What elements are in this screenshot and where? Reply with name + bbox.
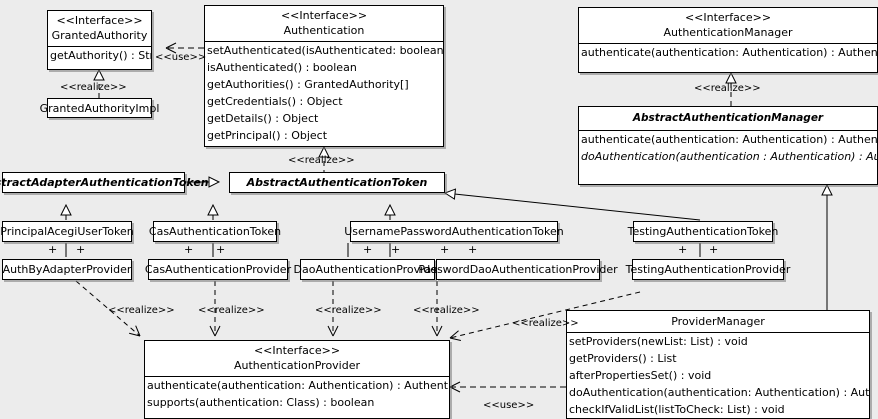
method-row: setAuthenticated(isAuthenticated: boolea… (207, 44, 443, 57)
multiplicity-plus: + (391, 243, 401, 256)
method-row: isAuthenticated() : boolean (207, 61, 357, 74)
class-name: TestingAuthenticationProvider (625, 263, 791, 276)
methods-compartment: setProviders(newList: List) : void getPr… (567, 332, 869, 418)
class-header: <<Interface>> AuthenticationManager (579, 8, 877, 43)
multiplicity-plus: + (184, 243, 194, 256)
class-authentication[interactable]: <<Interface>> Authentication setAuthenti… (204, 5, 444, 147)
stereotype-label: <<Interface>> (280, 9, 368, 22)
method-row: authenticate(authentication: Authenticat… (147, 379, 449, 392)
stereotype-label: <<Interface>> (684, 11, 772, 24)
class-name: GrantedAuthorityImpl (39, 101, 160, 115)
methods-compartment: authenticate(authentication: Authenticat… (579, 43, 877, 61)
class-name: CasAuthenticationToken (148, 225, 282, 238)
class-testing-authentication-provider[interactable]: TestingAuthenticationProvider (626, 259, 790, 280)
method-row: doAuthentication(authentication : Authen… (581, 150, 877, 163)
method-row: afterPropertiesSet() : void (569, 369, 712, 382)
methods-compartment: setAuthenticated(isAuthenticated: boolea… (205, 41, 443, 144)
class-cas-authentication-provider[interactable]: CasAuthenticationProvider (144, 259, 292, 280)
class-name: AbstractAuthenticationToken (246, 176, 428, 189)
method-row: getDetails() : Object (207, 112, 319, 125)
class-name: PasswordDaoAuthenticationProvider (418, 263, 618, 276)
method-row: authenticate(authentication: Authenticat… (581, 133, 877, 146)
method-row: checkIfValidList(listToCheck: List) : vo… (569, 403, 785, 416)
edge-label-use-granted-authority: <<use>> (155, 52, 207, 63)
class-authentication-provider[interactable]: <<Interface>> AuthenticationProvider aut… (144, 340, 450, 419)
multiplicity-plus: + (440, 243, 450, 256)
stereotype-label: <<Interface>> (253, 344, 341, 357)
multiplicity-plus: + (76, 243, 86, 256)
class-name: ProviderManager (671, 315, 765, 328)
method-row: authenticate(authentication: Authenticat… (581, 46, 877, 59)
class-header: <<Interface>> AuthenticationProvider (145, 341, 449, 376)
edge-label-use-provider-manager: <<use>> (483, 400, 535, 411)
edge-label-realize-password-dao-provider: <<realize>> (413, 305, 480, 316)
class-header: <<Interface>> GrantedAuthority (48, 11, 151, 46)
class-name: AbstractAdapterAuthenticationToken (0, 176, 209, 189)
edge-label-realize-granted-authority-impl: <<realize>> (60, 82, 127, 93)
stereotype-label: <<Interface>> (56, 14, 143, 27)
class-cas-authentication-token[interactable]: CasAuthenticationToken (149, 221, 281, 242)
class-name: UsernamePasswordAuthenticationToken (344, 225, 564, 238)
class-name: AuthenticationManager (663, 26, 793, 39)
edge-label-realize-abstract-auth-token: <<realize>> (288, 155, 355, 166)
multiplicity-plus: + (48, 243, 58, 256)
method-row: supports(authentication: Class) : boolea… (147, 396, 375, 409)
class-dao-authentication-provider[interactable]: DaoAuthenticationProvider (294, 259, 442, 280)
method-row: doAuthentication(authentication: Authent… (569, 386, 869, 399)
methods-compartment: getAuthority() : String (48, 46, 151, 64)
method-row: getAuthorities() : GrantedAuthority[] (207, 78, 409, 91)
edge-label-realize-dao-provider: <<realize>> (315, 305, 382, 316)
class-name: TestingAuthenticationToken (627, 225, 779, 238)
class-header: ProviderManager (567, 311, 869, 332)
class-name: AuthByAdapterProvider (2, 263, 132, 276)
method-row: setProviders(newList: List) : void (569, 335, 748, 348)
class-name: GrantedAuthority (51, 29, 148, 42)
class-name: AbstractAuthenticationManager (632, 112, 824, 124)
class-abstract-adapter-authentication-token[interactable]: AbstractAdapterAuthenticationToken (0, 172, 209, 193)
class-granted-authority-impl[interactable]: GrantedAuthorityImpl (40, 98, 159, 118)
class-abstract-authentication-token[interactable]: AbstractAuthenticationToken (229, 172, 445, 193)
methods-compartment: authenticate(authentication: Authenticat… (145, 376, 449, 411)
method-row: getCredentials() : Object (207, 95, 343, 108)
class-name: CasAuthenticationProvider (144, 263, 292, 276)
class-abstract-authentication-manager[interactable]: AbstractAuthenticationManager authentica… (578, 106, 878, 185)
class-name: Authentication (283, 24, 365, 37)
class-name: DaoAuthenticationProvider (293, 263, 442, 276)
class-name: AuthenticationProvider (233, 359, 361, 372)
edge-label-realize-auth-by-adapter: <<realize>> (108, 305, 175, 316)
class-auth-by-adapter-provider[interactable]: AuthByAdapterProvider (2, 259, 132, 280)
methods-compartment: authenticate(authentication: Authenticat… (579, 130, 877, 165)
class-header: <<Interface>> Authentication (205, 6, 443, 41)
multiplicity-plus: + (709, 243, 719, 256)
class-provider-manager[interactable]: ProviderManager setProviders(newList: Li… (566, 310, 870, 419)
class-header: AbstractAuthenticationManager (579, 107, 877, 130)
multiplicity-plus: + (468, 243, 478, 256)
edge-label-realize-abstract-auth-manager: <<realize>> (694, 83, 761, 94)
class-granted-authority[interactable]: <<Interface>> GrantedAuthority getAuthor… (47, 10, 152, 70)
multiplicity-plus: + (678, 243, 688, 256)
method-row: getAuthority() : String (50, 49, 151, 62)
method-row: getProviders() : List (569, 352, 677, 365)
edge-label-realize-testing-provider: <<realize>> (512, 318, 579, 329)
class-password-dao-authentication-provider[interactable]: PasswordDaoAuthenticationProvider (418, 259, 618, 280)
class-authentication-manager[interactable]: <<Interface>> AuthenticationManager auth… (578, 7, 878, 73)
class-name: PrincipalAcegiUserToken (0, 225, 134, 238)
multiplicity-plus: + (363, 243, 373, 256)
class-testing-authentication-token[interactable]: TestingAuthenticationToken (628, 221, 778, 242)
method-row: getPrincipal() : Object (207, 129, 328, 142)
class-username-password-authentication-token[interactable]: UsernamePasswordAuthenticationToken (344, 221, 564, 242)
edge-label-realize-cas-provider: <<realize>> (198, 305, 265, 316)
multiplicity-plus: + (216, 243, 226, 256)
class-principal-acegi-user-token[interactable]: PrincipalAcegiUserToken (0, 221, 134, 242)
